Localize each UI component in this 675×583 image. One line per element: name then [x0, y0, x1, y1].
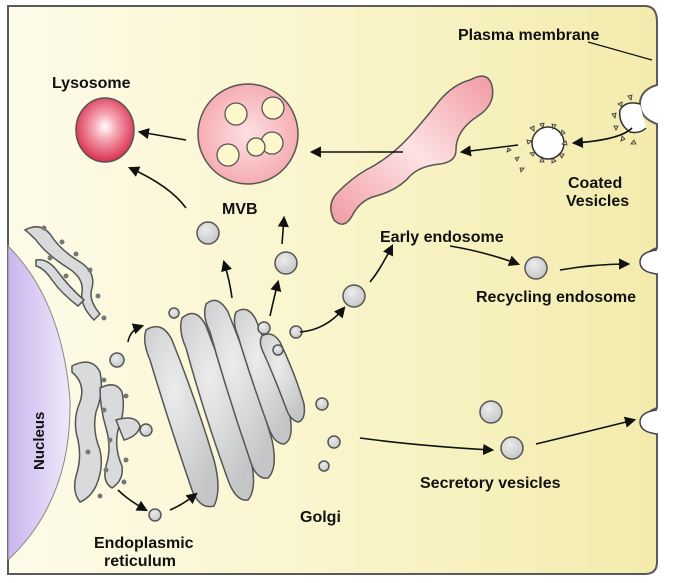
lysosome [75, 97, 135, 163]
label-coated: Coated [568, 175, 622, 192]
label-mvb: MVB [222, 201, 258, 218]
label-secretory-vesicles: Secretory vesicles [420, 475, 561, 492]
coated-pit [611, 94, 647, 145]
label-early-endosome: Early endosome [380, 229, 504, 246]
label-recycling-endosome: Recycling endosome [476, 289, 636, 306]
label-plasma-membrane: Plasma membrane [458, 27, 600, 44]
label-lysosome: Lysosome [52, 75, 131, 92]
label-golgi: Golgi [300, 509, 341, 526]
early-endosome [330, 75, 494, 225]
multivesicular-body [197, 83, 299, 185]
ribosomes [41, 225, 129, 499]
endoplasmic-reticulum [23, 226, 141, 503]
label-er-line2: reticulum [104, 553, 176, 570]
nucleus [7, 244, 71, 562]
plasma-membrane-leader [587, 41, 653, 61]
coated-vesicle [506, 122, 568, 173]
label-er-line1: Endoplasmic [94, 535, 194, 552]
golgi-apparatus [143, 299, 306, 508]
recycling-fusion-vesicle [639, 249, 658, 275]
pathway-arrows [117, 127, 637, 512]
transport-vesicles [109, 221, 548, 522]
label-nucleus: Nucleus [31, 412, 48, 470]
label-vesicles: Vesicles [566, 193, 629, 210]
secretory-fusion-vesicle [639, 409, 658, 435]
